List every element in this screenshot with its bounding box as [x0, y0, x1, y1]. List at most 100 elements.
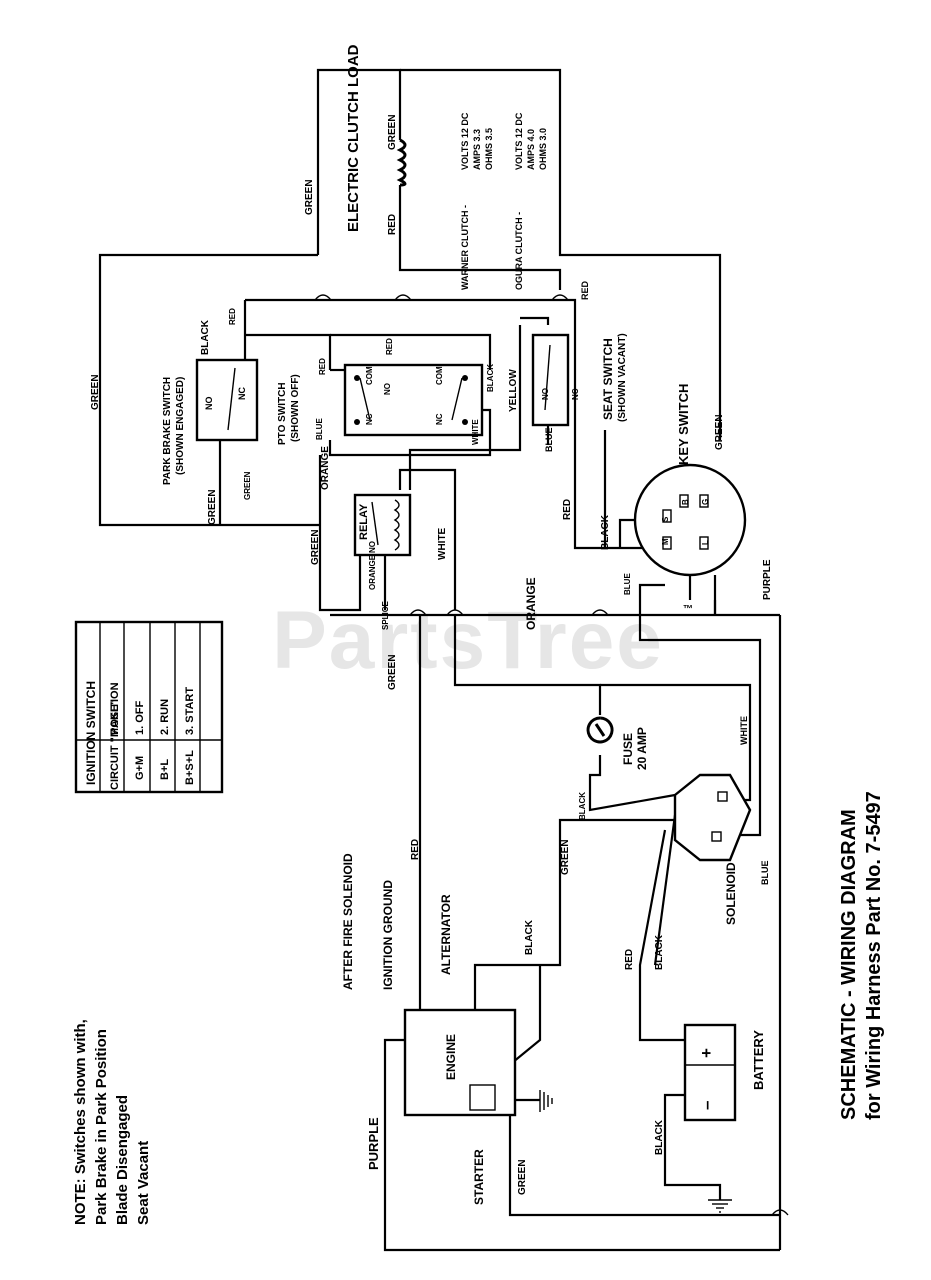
wire-crossings	[314, 294, 789, 1216]
ignition-ground-label: IGNITION GROUND	[381, 880, 395, 990]
wire-label-blue: BLUE	[315, 418, 324, 440]
wire-label-red: RED	[387, 214, 398, 235]
starter-box	[469, 1084, 496, 1111]
starter-label: STARTER	[472, 1149, 486, 1205]
wires	[98, 68, 782, 1252]
ignition-row-circuit: B+S+L	[184, 750, 196, 785]
battery-label: BATTERY	[751, 1030, 766, 1090]
park-brake-switch	[195, 358, 259, 442]
watermark: PartsTree	[272, 595, 664, 686]
ignition-table-title: IGNITION SWITCH	[84, 681, 98, 785]
engine	[403, 1008, 517, 1117]
wire-label-red: RED	[580, 280, 590, 300]
wire-label-green: GREEN	[560, 839, 571, 875]
wire-label-black: BLACK	[524, 919, 535, 955]
terminal-no: NO	[383, 383, 392, 395]
engine-label: ENGINE	[444, 1034, 458, 1080]
seat-switch-state: (SHOWN VACANT)	[617, 333, 628, 422]
ignition-row-position: 2. RUN	[159, 699, 171, 735]
terminal-no: NO	[204, 397, 214, 411]
seat-switch-label: SEAT SWITCH	[601, 338, 615, 420]
wire-label-black: BLACK	[486, 364, 495, 392]
wire-label-green: GREEN	[243, 471, 252, 500]
electric-clutch-label: ELECTRIC CLUTCH LOAD	[345, 44, 362, 232]
ground-icon	[539, 1090, 553, 1112]
wire-label-green: GREEN	[714, 414, 725, 450]
battery	[683, 1023, 737, 1122]
wire-label-black: BLACK	[200, 319, 211, 355]
ignition-row-position: 1. OFF	[134, 700, 146, 735]
ignition-header-circuit: CIRCUIT "MAKE"	[109, 700, 121, 790]
terminal-b: B	[681, 499, 690, 505]
wire-label-blue: BLUE	[544, 428, 554, 453]
wire-label-green: GREEN	[387, 654, 398, 690]
terminal-com: COM	[365, 366, 374, 385]
terminal-g: G	[701, 499, 710, 505]
wire-label-red: RED	[562, 499, 573, 520]
note-line-2: Park Brake in Park Position	[93, 1029, 110, 1225]
wire-label-black: BLACK	[578, 792, 587, 820]
wire-label-green: GREEN	[304, 179, 315, 215]
wire-label-green: GREEN	[387, 114, 398, 150]
ogura-volts: VOLTS 12 DC	[514, 112, 524, 170]
ignition-row-circuit: G+M	[134, 756, 146, 780]
wire-label-black: BLACK	[600, 514, 611, 550]
solenoid-label: SOLENOID	[724, 862, 738, 925]
wire-label-orange: ORANGE	[320, 446, 331, 490]
relay	[353, 493, 412, 557]
ogura-ohms: OHMS 3.0	[538, 128, 548, 170]
fuse-label: FUSE	[621, 733, 635, 765]
clutch-coil-icon	[396, 138, 407, 187]
wire-label-blue: BLUE	[623, 573, 632, 595]
battery-plus: +	[697, 1048, 716, 1058]
terminal-no: NO	[368, 541, 377, 553]
wire-label-purple: PURPLE	[762, 559, 773, 600]
note-line-3: Blade Disengaged	[114, 1095, 131, 1225]
fuse-rating: 20 AMP	[635, 727, 649, 770]
warner-amps: AMPS 3.3	[472, 129, 482, 170]
wire-label-black: BLACK	[654, 934, 665, 970]
park-brake-switch-label: PARK BRAKE SWITCH	[162, 377, 173, 485]
wire-label-white: WHITE	[437, 527, 448, 560]
pto-switch	[343, 363, 484, 437]
terminal-l: L	[701, 540, 710, 545]
diagram-title: SCHEMATIC - WIRING DIAGRAM	[838, 809, 860, 1120]
wire-label-red: RED	[624, 949, 635, 970]
pto-switch-label: PTO SWITCH	[277, 382, 288, 445]
park-brake-switch-state: (SHOWN ENGAGED)	[175, 377, 186, 475]
terminal-nc: NC	[571, 388, 580, 400]
wire-label-black: BLACK	[654, 1119, 665, 1155]
key-switch-label: KEY SWITCH	[676, 384, 691, 465]
warner-clutch-label: WARNER CLUTCH -	[460, 205, 470, 290]
pto-switch-state: (SHOWN OFF)	[290, 374, 301, 442]
note-line-4: Seat Vacant	[135, 1141, 152, 1225]
wire-label-orange: ORANGE	[368, 554, 377, 590]
warner-ohms: OHMS 3.5	[484, 128, 494, 170]
wire-label-orange: ORANGE	[524, 577, 538, 630]
terminal-m: M	[661, 538, 670, 545]
relay-label: RELAY	[358, 503, 370, 540]
terminal-nc: NC	[435, 413, 444, 425]
watermark-tm: ™	[683, 604, 693, 615]
note-line-1: NOTE: Switches shown with,	[72, 1019, 89, 1225]
wire-label-white: WHITE	[471, 419, 480, 445]
wire-label-green: GREEN	[310, 529, 321, 565]
battery-minus: –	[697, 1101, 716, 1110]
ground-icon	[708, 1199, 732, 1213]
solenoid	[673, 773, 752, 862]
ignition-row-circuit: B+L	[159, 759, 171, 780]
wire-label-green: GREEN	[517, 1159, 528, 1195]
wire-label-purple: PURPLE	[366, 1117, 381, 1170]
ignition-switch-table	[74, 620, 224, 794]
wire-label-green: GREEN	[90, 374, 101, 410]
wire-label-red: RED	[410, 839, 421, 860]
wire-label-blue: BLUE	[760, 861, 770, 886]
terminal-com: COM	[435, 366, 444, 385]
terminal-no: NO	[541, 388, 550, 400]
terminal-nc: NC	[237, 387, 247, 400]
warner-volts: VOLTS 12 DC	[460, 112, 470, 170]
key-switch	[633, 463, 747, 577]
wire-label-red: RED	[318, 358, 327, 375]
wire-label-green: GREEN	[207, 489, 218, 525]
